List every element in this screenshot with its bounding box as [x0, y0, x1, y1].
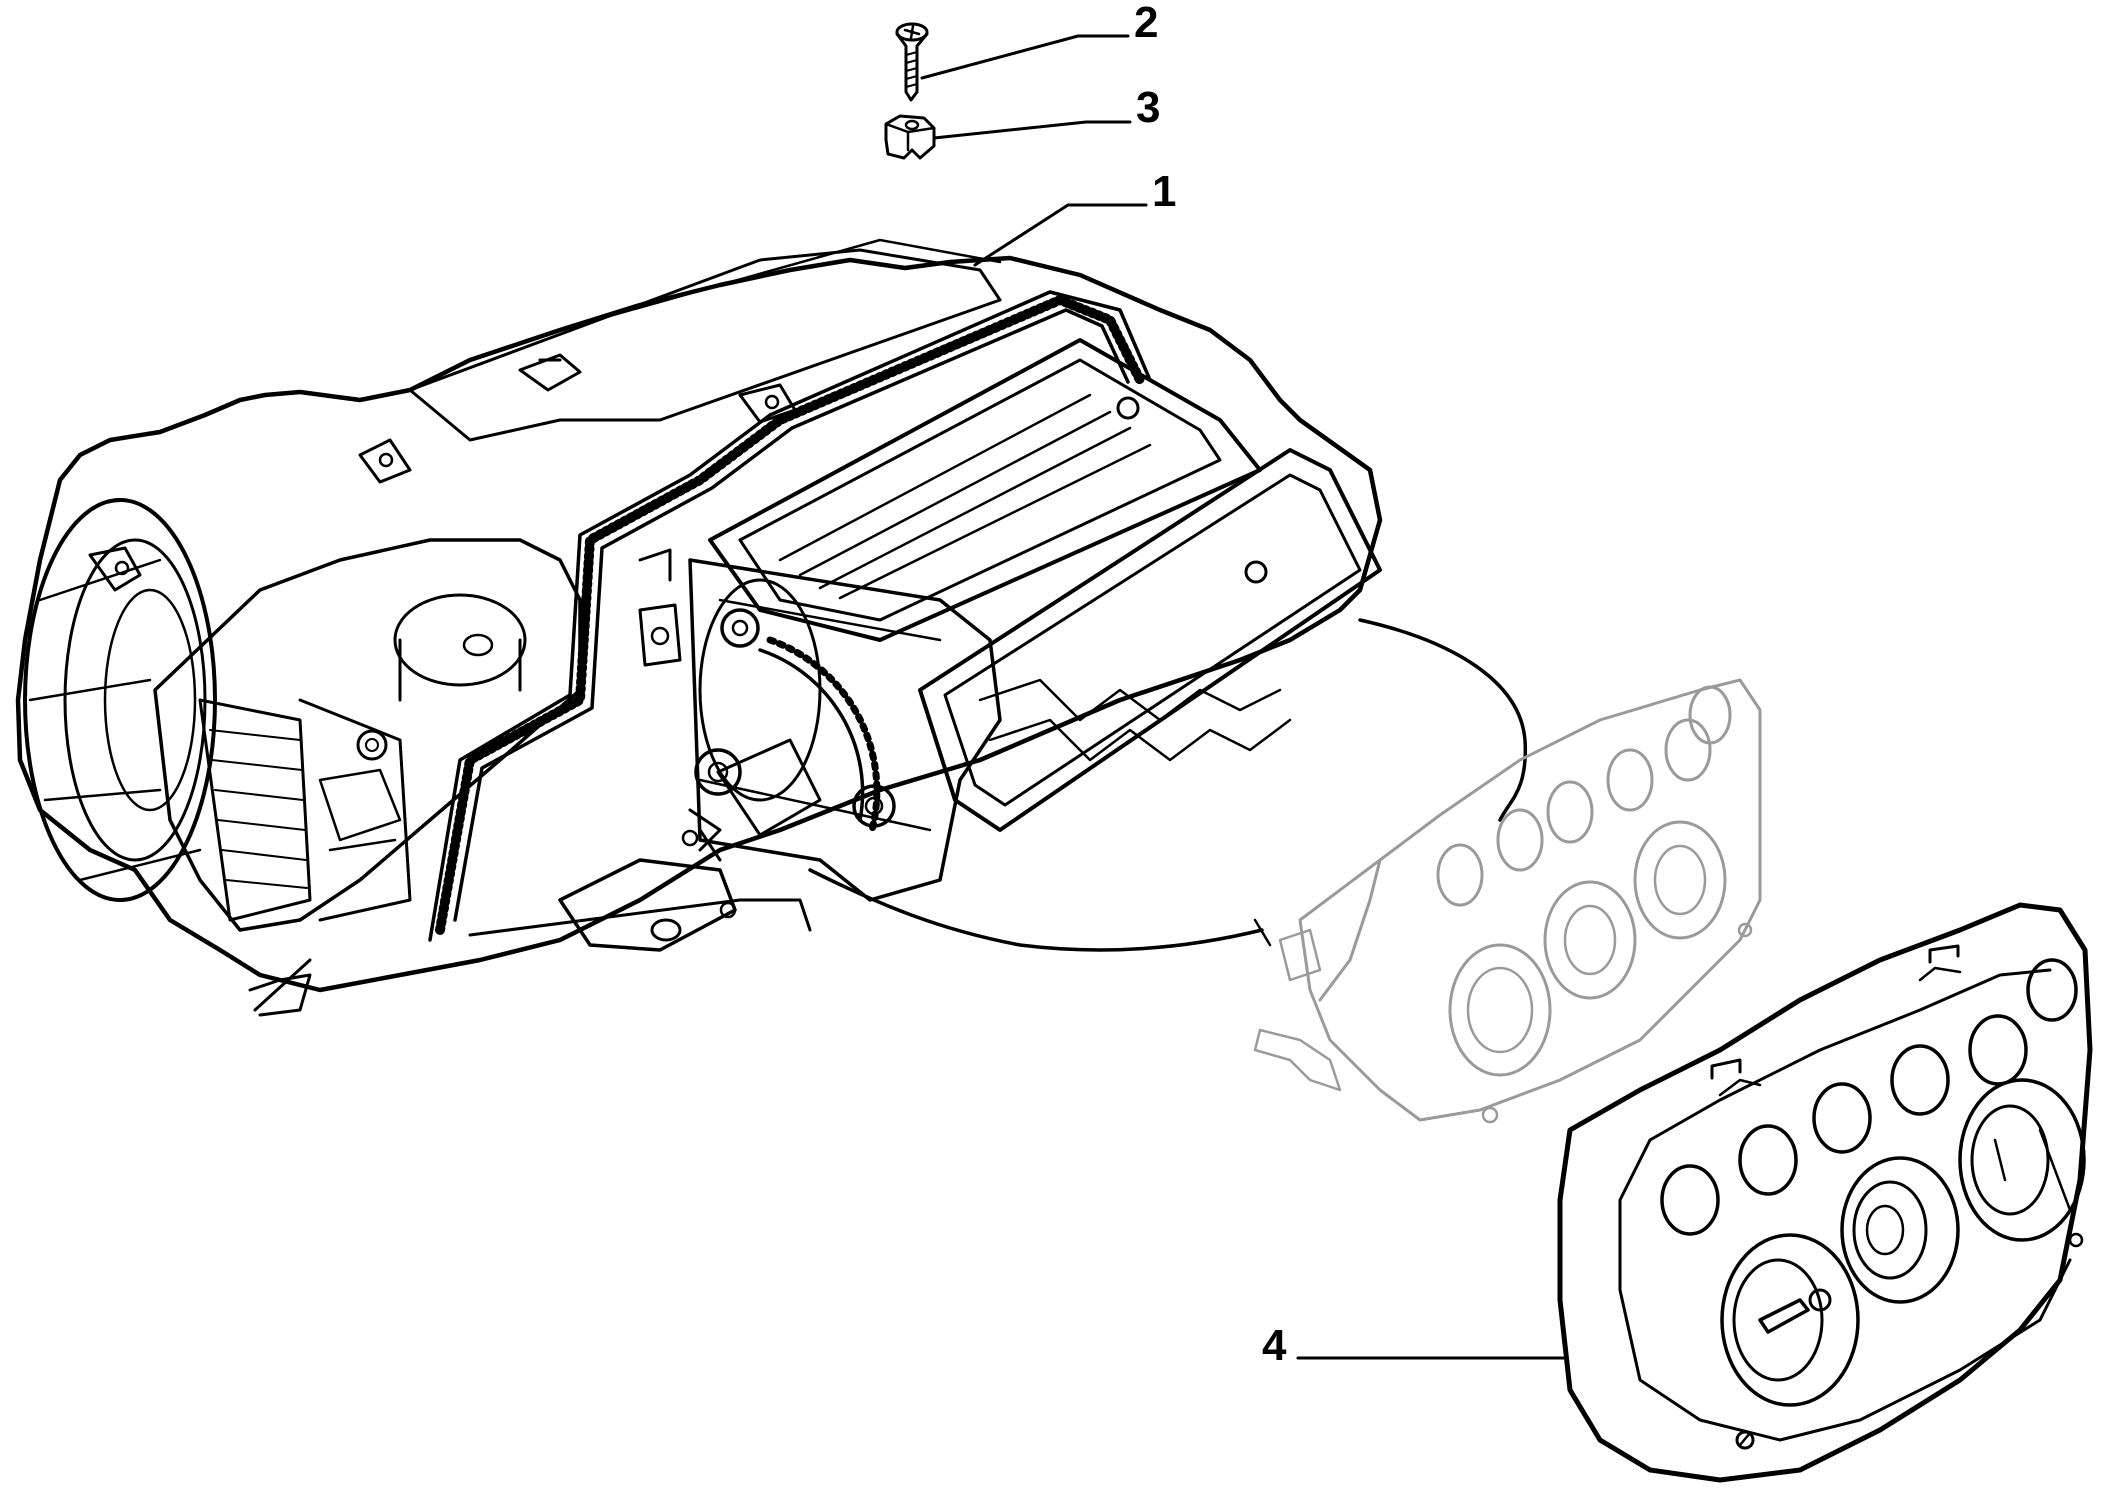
leader-line-3: [932, 120, 1132, 140]
heater-unit-part: [15, 238, 1528, 1017]
callout-labels: 2 3 1 4: [1134, 0, 1287, 1370]
leader-lines: [920, 34, 1568, 1360]
screw-part: [895, 22, 929, 102]
callout-label-1: 1: [1152, 167, 1176, 216]
panel-ghost-view: [1253, 678, 1762, 1124]
callout-label-3: 3: [1136, 83, 1160, 132]
leader-line-2: [920, 34, 1130, 80]
leader-line-1: [973, 203, 1148, 267]
control-panel-part: [1557, 902, 2093, 1483]
callout-label-2: 2: [1134, 0, 1158, 47]
callout-label-4: 4: [1262, 1321, 1287, 1370]
clip-nut-part: [884, 114, 936, 160]
